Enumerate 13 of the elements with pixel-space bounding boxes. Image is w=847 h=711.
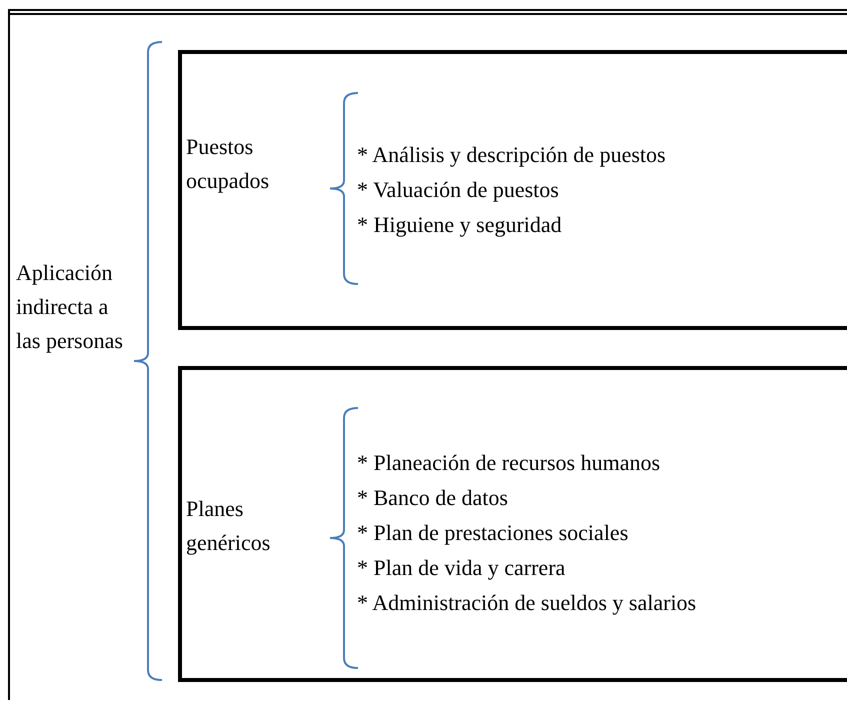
category-heading: Planes genéricos <box>186 495 272 557</box>
category-box <box>178 50 847 330</box>
list-item: * Análisis y descripción de puestos <box>357 141 667 169</box>
list-item: * Banco de datos <box>357 484 509 512</box>
list-item: * Administración de sueldos y salarios <box>357 589 698 617</box>
list-item: * Higuiene y seguridad <box>357 211 563 239</box>
list-item: * Plan de vida y carrera <box>357 554 566 582</box>
list-item: * Planeación de recursos humanos <box>357 449 662 477</box>
list-item: * Plan de prestaciones sociales <box>357 519 630 547</box>
category-box <box>178 366 847 682</box>
list-item: * Valuación de puestos <box>357 176 560 204</box>
group-label: Aplicación indirecta a las personas <box>16 259 124 355</box>
category-heading: Puestos ocupados <box>186 133 270 195</box>
